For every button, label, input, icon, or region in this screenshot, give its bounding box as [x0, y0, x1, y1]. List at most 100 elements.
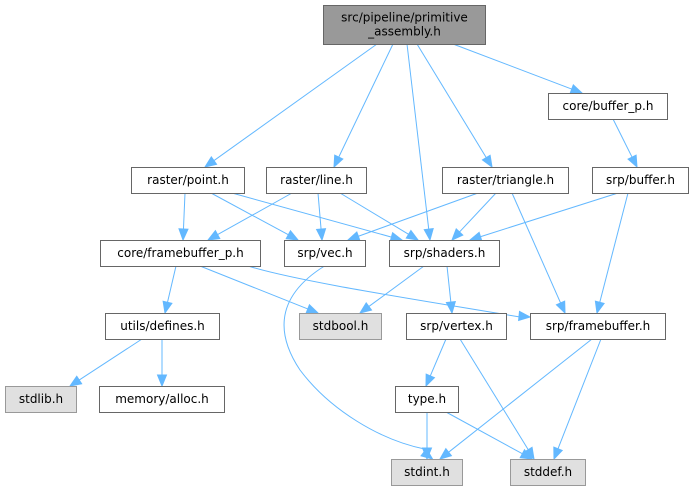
- edge-line: [182, 192, 186, 231]
- edge-framebuffer-to-stdint: [438, 338, 593, 460]
- edge-arrowhead: [206, 229, 221, 241]
- node-label: srp/buffer.h: [606, 173, 675, 187]
- node-stdlib[interactable]: stdlib.h: [5, 386, 77, 413]
- node-alloc[interactable]: memory/alloc.h: [99, 386, 225, 413]
- node-triangle[interactable]: raster/triangle.h: [442, 167, 569, 194]
- edge-framebuffer_p-to-stdbool: [199, 265, 320, 314]
- edge-arrowhead: [346, 231, 361, 242]
- edge-arrowhead: [162, 300, 173, 315]
- node-label: core/framebuffer_p.h: [117, 246, 243, 260]
- node-label: srp/framebuffer.h: [546, 319, 651, 333]
- edge-buffer_p-to-buffer: [612, 118, 638, 169]
- node-type[interactable]: type.h: [395, 386, 459, 413]
- edge-arrowhead: [519, 448, 534, 460]
- node-box: [323, 5, 486, 45]
- edge-defines-to-alloc: [156, 339, 168, 388]
- node-buffer_p[interactable]: core/buffer_p.h: [548, 93, 668, 120]
- edge-root-to-buffer_p: [452, 43, 584, 94]
- edge-line: [339, 192, 410, 236]
- edge-line: [479, 192, 619, 238]
- node-box: [299, 313, 382, 340]
- nodes-layer: src/pipeline/primitive_assembly.h core/bu…: [5, 5, 689, 486]
- node-stdbool[interactable]: stdbool.h: [299, 313, 382, 340]
- node-label: memory/alloc.h: [115, 392, 209, 406]
- node-box: [530, 313, 666, 340]
- edge-root-to-triangle: [416, 43, 493, 169]
- node-label: _assembly.h: [367, 25, 441, 39]
- edge-line: [210, 192, 290, 236]
- edge-arrowhead: [421, 447, 433, 461]
- node-point[interactable]: raster/point.h: [131, 167, 245, 194]
- node-box: [510, 459, 586, 486]
- edge-shaders-to-stdbool: [358, 265, 425, 314]
- edge-line: [78, 338, 143, 381]
- node-defines[interactable]: utils/defines.h: [105, 313, 220, 340]
- node-box: [406, 313, 507, 340]
- edge-line: [446, 265, 452, 304]
- node-box: [266, 167, 367, 194]
- edge-root-to-shaders: [406, 43, 434, 242]
- edge-line: [166, 265, 177, 304]
- node-box: [100, 240, 261, 267]
- node-label: core/buffer_p.h: [563, 99, 654, 113]
- edge-line: [445, 411, 524, 455]
- edge-arrowhead: [445, 301, 456, 315]
- node-shaders[interactable]: srp/shaders.h: [389, 240, 500, 267]
- edge-line: [511, 192, 562, 305]
- node-label: utils/defines.h: [120, 319, 205, 333]
- edges-layer: [68, 43, 638, 461]
- edge-arrowhead: [203, 156, 218, 168]
- node-stddef[interactable]: stddef.h: [510, 459, 586, 486]
- node-box: [395, 386, 459, 413]
- edge-arrowhead: [333, 154, 344, 169]
- edge-line: [199, 265, 309, 310]
- edge-line: [231, 192, 393, 238]
- edge-arrowhead: [627, 154, 638, 169]
- edge-arrowhead: [423, 227, 434, 242]
- node-label: srp/vec.h: [297, 246, 352, 260]
- node-vertex[interactable]: srp/vertex.h: [406, 313, 507, 340]
- edge-root-to-line: [333, 43, 394, 169]
- node-label: stdint.h: [404, 465, 450, 479]
- edge-arrowhead: [553, 446, 564, 461]
- node-label: src/pipeline/primitive: [341, 11, 468, 25]
- node-framebuffer_p[interactable]: core/framebuffer_p.h: [100, 240, 261, 267]
- edge-point-to-framebuffer_p: [178, 192, 189, 242]
- node-buffer[interactable]: srp/buffer.h: [592, 167, 689, 194]
- edge-line: [612, 118, 633, 159]
- edge-point-to-vec: [210, 192, 300, 241]
- node-framebuffer[interactable]: srp/framebuffer.h: [530, 313, 666, 340]
- node-label: srp/shaders.h: [404, 246, 486, 260]
- edge-triangle-to-vec: [346, 192, 479, 242]
- node-box: [391, 459, 463, 486]
- edge-arrowhead: [68, 375, 83, 387]
- edge-vec-to-stdint: [283, 265, 434, 460]
- edge-line: [367, 265, 425, 308]
- edge-arrowhead: [305, 303, 320, 314]
- edge-arrowhead: [481, 154, 493, 169]
- edge-line: [416, 43, 488, 159]
- edge-line: [216, 192, 293, 236]
- edge-line-to-framebuffer_p: [206, 192, 293, 241]
- node-box: [442, 167, 569, 194]
- node-stdint[interactable]: stdint.h: [391, 459, 463, 486]
- edge-triangle-to-shaders: [451, 192, 497, 241]
- edge-arrowhead: [178, 228, 189, 242]
- edge-line: [406, 43, 430, 231]
- node-root[interactable]: src/pipeline/primitive_assembly.h: [323, 5, 486, 45]
- edge-defines-to-stdlib: [68, 338, 143, 387]
- node-box: [105, 313, 220, 340]
- edge-arrowhead: [555, 300, 566, 315]
- edge-framebuffer_p-to-framebuffer: [247, 265, 532, 322]
- edge-buffer-to-shaders: [468, 192, 619, 242]
- node-line[interactable]: raster/line.h: [266, 167, 367, 194]
- node-label: raster/point.h: [147, 173, 229, 187]
- edge-line: [283, 265, 425, 450]
- node-label: stdbool.h: [313, 319, 369, 333]
- edge-line: [599, 192, 629, 304]
- node-box: [131, 167, 245, 194]
- edge-vertex-to-type: [425, 338, 447, 388]
- node-vec[interactable]: srp/vec.h: [284, 240, 366, 267]
- edge-type-to-stddef: [445, 411, 534, 460]
